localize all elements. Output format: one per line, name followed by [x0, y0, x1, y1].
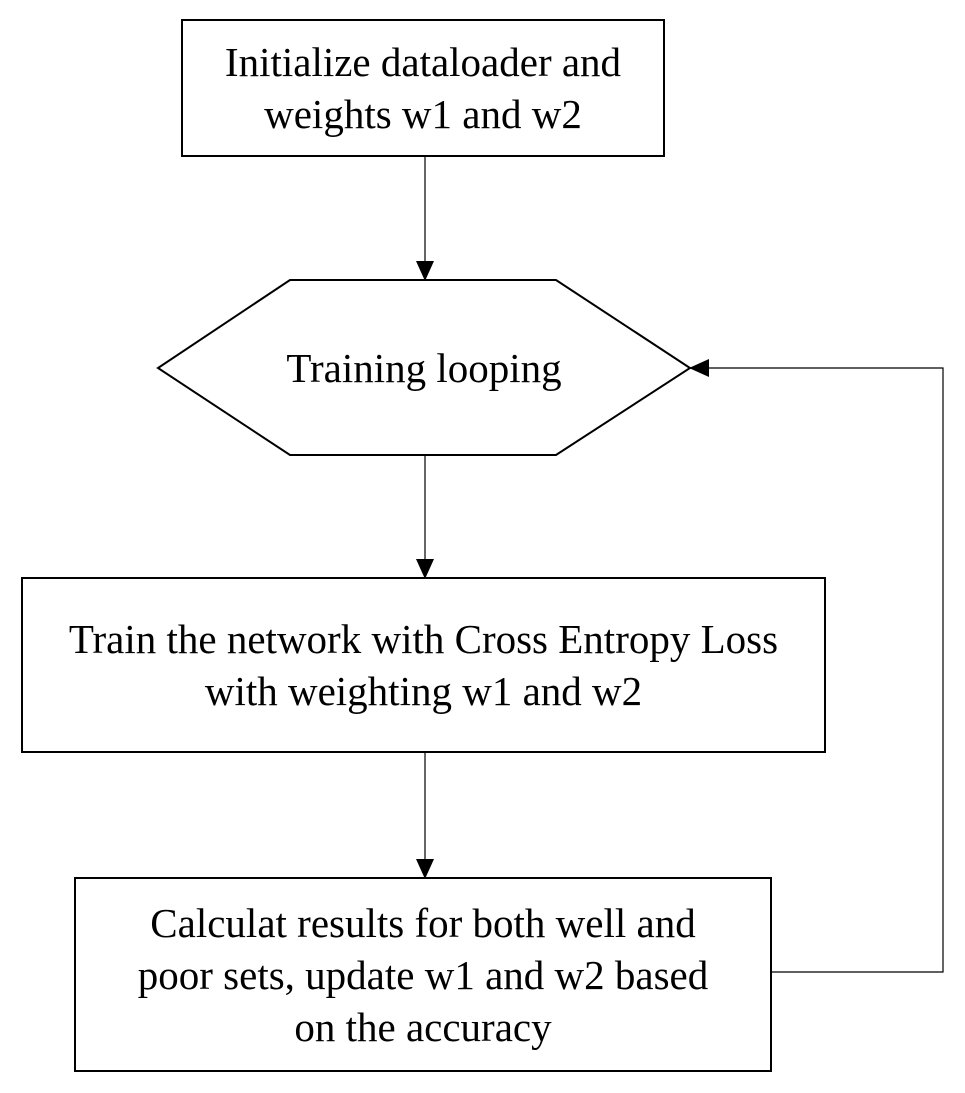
node-init-box	[181, 19, 665, 157]
node-init-line-2: weights w1 and w2	[264, 91, 582, 137]
node-train-box	[21, 577, 826, 753]
node-calc-line-1: Calculat results for both well and	[150, 899, 696, 946]
node-loop-label: Training looping	[158, 280, 690, 455]
node-init-label: Initialize dataloader and weights w1 and…	[182, 20, 664, 156]
node-calc-label: Calculat results for both well and poor …	[75, 878, 771, 1071]
node-calc-line-3: on the accuracy	[294, 1003, 552, 1050]
node-train-label: Train the network with Cross Entropy Los…	[22, 578, 825, 752]
node-loop-hexagon	[156, 279, 692, 456]
node-loop-line-1: Training looping	[286, 344, 562, 391]
node-init-line-1: Initialize dataloader and	[224, 39, 622, 85]
node-train-line-2: with weighting w1 and w2	[204, 668, 643, 714]
edge-calc-to-loop-feedback	[689, 359, 944, 973]
node-calc-line-2: poor sets, update w1 and w2 based	[137, 951, 709, 998]
node-calc-box	[74, 877, 772, 1072]
node-train-line-1: Train the network with Cross Entropy Los…	[68, 616, 779, 662]
